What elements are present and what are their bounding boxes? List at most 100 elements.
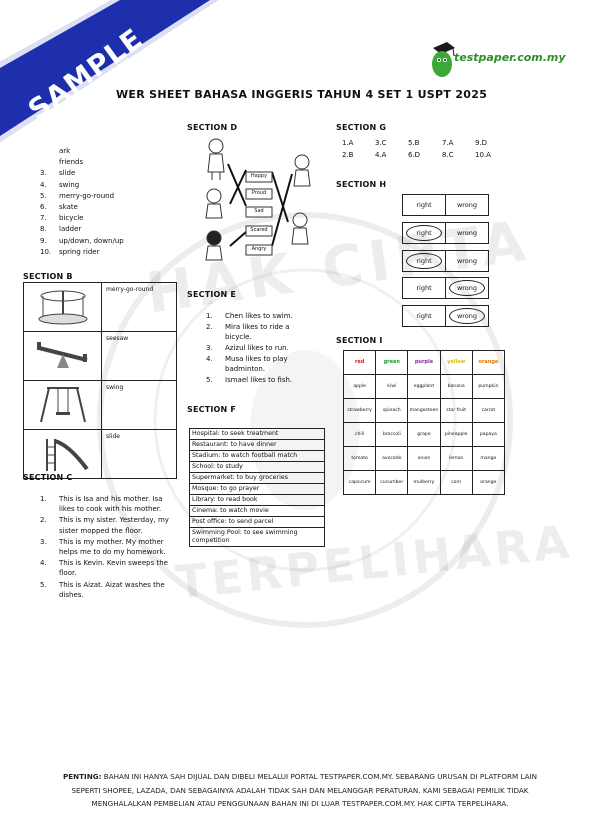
header-cell-orange: orange (471, 350, 506, 375)
list-item: 5.Ismael likes to fish. (206, 376, 293, 384)
answer-circle (406, 225, 442, 241)
emotion-label-scared: Scared (250, 227, 268, 233)
option-right: right (403, 251, 446, 271)
list-item: 5.merry-go-round (40, 191, 115, 200)
option-right: right (403, 306, 446, 326)
sample-banner (0, 0, 218, 142)
list-item: 5.This is Aizat. Aizat washes the dishes… (40, 580, 165, 599)
section-a-list: ark friends 3.slide 4.swing 5.merry-go-r… (40, 146, 124, 258)
list-item: 4.This is Kevin. Kevin sweeps the floor. (40, 559, 168, 578)
table-row: seesaw (23, 331, 177, 381)
table-cell: chili (342, 422, 377, 447)
header-cell-green: green (375, 350, 409, 375)
list-item: 1.Chen likes to swim. (206, 312, 293, 320)
table-row: merry-go-round (23, 282, 177, 332)
table-cell: papaya (471, 422, 506, 447)
section-d-matching-diagram (205, 138, 311, 261)
section-c-list: 1.This is Isa and his mother. Isa likes … (40, 494, 180, 600)
answer: 5.B (408, 139, 420, 147)
logo-mascot-icon (432, 42, 455, 77)
table-cell: pineapple (439, 422, 473, 447)
section-d-title: SECTION D (187, 123, 238, 132)
table-cell: broccoli (375, 422, 409, 447)
option-wrong: wrong (446, 306, 488, 326)
page-title: WER SHEET BAHASA INGGERIS TAHUN 4 SET 1 … (116, 88, 488, 101)
section-f-table: Hospital: to seek treatment Restaurant: … (189, 428, 325, 547)
list-item: 4.Musa likes to play badminton. (206, 355, 288, 373)
table-cell: eggplant (407, 374, 441, 399)
table-row: chili broccoli grape pineapple papaya (342, 422, 506, 447)
section-b-table: merry-go-round seesaw swing slide (23, 282, 177, 479)
section-h-row: right wrong (402, 250, 489, 272)
section-h-row: right wrong (402, 305, 489, 327)
table-row: Swimming Pool: to see swimming competiti… (192, 529, 298, 544)
section-e-title: SECTION E (187, 290, 237, 299)
option-wrong: wrong (456, 257, 478, 265)
child-figure-4 (293, 154, 311, 187)
seesaw-image (23, 331, 102, 381)
table-row: slide (23, 429, 177, 479)
section-b-title: SECTION B (23, 272, 73, 281)
option-right: right (403, 223, 446, 243)
table-cell: slide (101, 429, 177, 479)
footer-label: PENTING: (62, 772, 102, 781)
table-row: Restaurant: to have dinner (190, 440, 324, 451)
table-row: Stadium: to watch football match (190, 451, 324, 462)
answer: 10.A (475, 151, 491, 159)
section-h-row: right wrong (402, 194, 489, 216)
table-cell: star fruit (439, 398, 473, 423)
footer-notice: PENTING: BAHAN INI HANYA SAH DIJUAL DAN … (60, 770, 540, 811)
table-cell: strawberry (342, 398, 377, 423)
answer: 4.A (375, 151, 387, 159)
answer-circle (449, 280, 485, 296)
list-item: 3.This is my mother. My mother helps me … (40, 537, 166, 557)
list-item: 2.Mira likes to ride a bicycle. (206, 323, 290, 341)
table-cell: apple (342, 374, 377, 399)
child-figure-2 (205, 188, 223, 219)
list-item: 4.swing (40, 180, 80, 189)
table-cell: orange (471, 470, 506, 495)
section-h-title: SECTION H (336, 180, 387, 189)
swing-image (23, 380, 102, 430)
list-item: ark (59, 147, 71, 155)
table-row: Hospital: to seek treatment (190, 429, 324, 440)
table-cell: mulberry (407, 470, 441, 495)
answer: 2.B (342, 151, 354, 159)
answer: 9.D (475, 139, 488, 147)
table-row: Library: to read book (190, 495, 324, 506)
section-f-title: SECTION F (187, 405, 237, 414)
table-cell: mango (471, 446, 506, 471)
option-right: right (403, 278, 446, 298)
emotion-label-sad: Sad (254, 208, 264, 214)
table-cell: mangosteen (407, 398, 441, 423)
table-row: Mosque: to go prayer (190, 484, 324, 495)
slide-image (23, 429, 102, 479)
option-wrong: wrong (456, 201, 478, 209)
list-item: 3.Azizul likes to run. (206, 344, 289, 352)
table-row: strawberry spinach mangosteen star fruit… (342, 398, 506, 423)
table-cell: lemon (439, 446, 473, 471)
section-h-row: right wrong (402, 222, 489, 244)
table-cell: pumpkin (471, 374, 506, 399)
merry-go-round-image (23, 282, 102, 332)
answer-circle (449, 308, 485, 324)
table-row: apple kiwi eggplant banana pumpkin (342, 374, 506, 399)
table-row: Post office: to send parcel (190, 517, 324, 528)
section-g-title: SECTION G (336, 123, 387, 132)
table-cell: cucumber (375, 470, 409, 495)
list-item: 3.slide (40, 169, 76, 178)
table-cell: tomato (342, 446, 377, 471)
list-item: 2.This is my sister. Yesterday, my siste… (40, 516, 169, 535)
table-cell: avocado (375, 446, 409, 471)
list-item: 7.bicycle (40, 214, 84, 223)
section-e-list: 1.Chen likes to swim. 2.Mira likes to ri… (206, 311, 306, 385)
list-item: 6.skate (40, 203, 78, 212)
list-item: 1.This is Isa and his mother. Isa likes … (40, 495, 163, 514)
table-cell: banana (439, 374, 473, 399)
emotion-label-proud: Proud (251, 190, 267, 196)
option-wrong: wrong (456, 229, 478, 237)
section-c-title: SECTION C (23, 473, 73, 482)
answer: 8.C (442, 151, 454, 159)
table-row: Cinema: to watch movie (190, 506, 324, 517)
header-cell-purple: purple (407, 350, 441, 375)
